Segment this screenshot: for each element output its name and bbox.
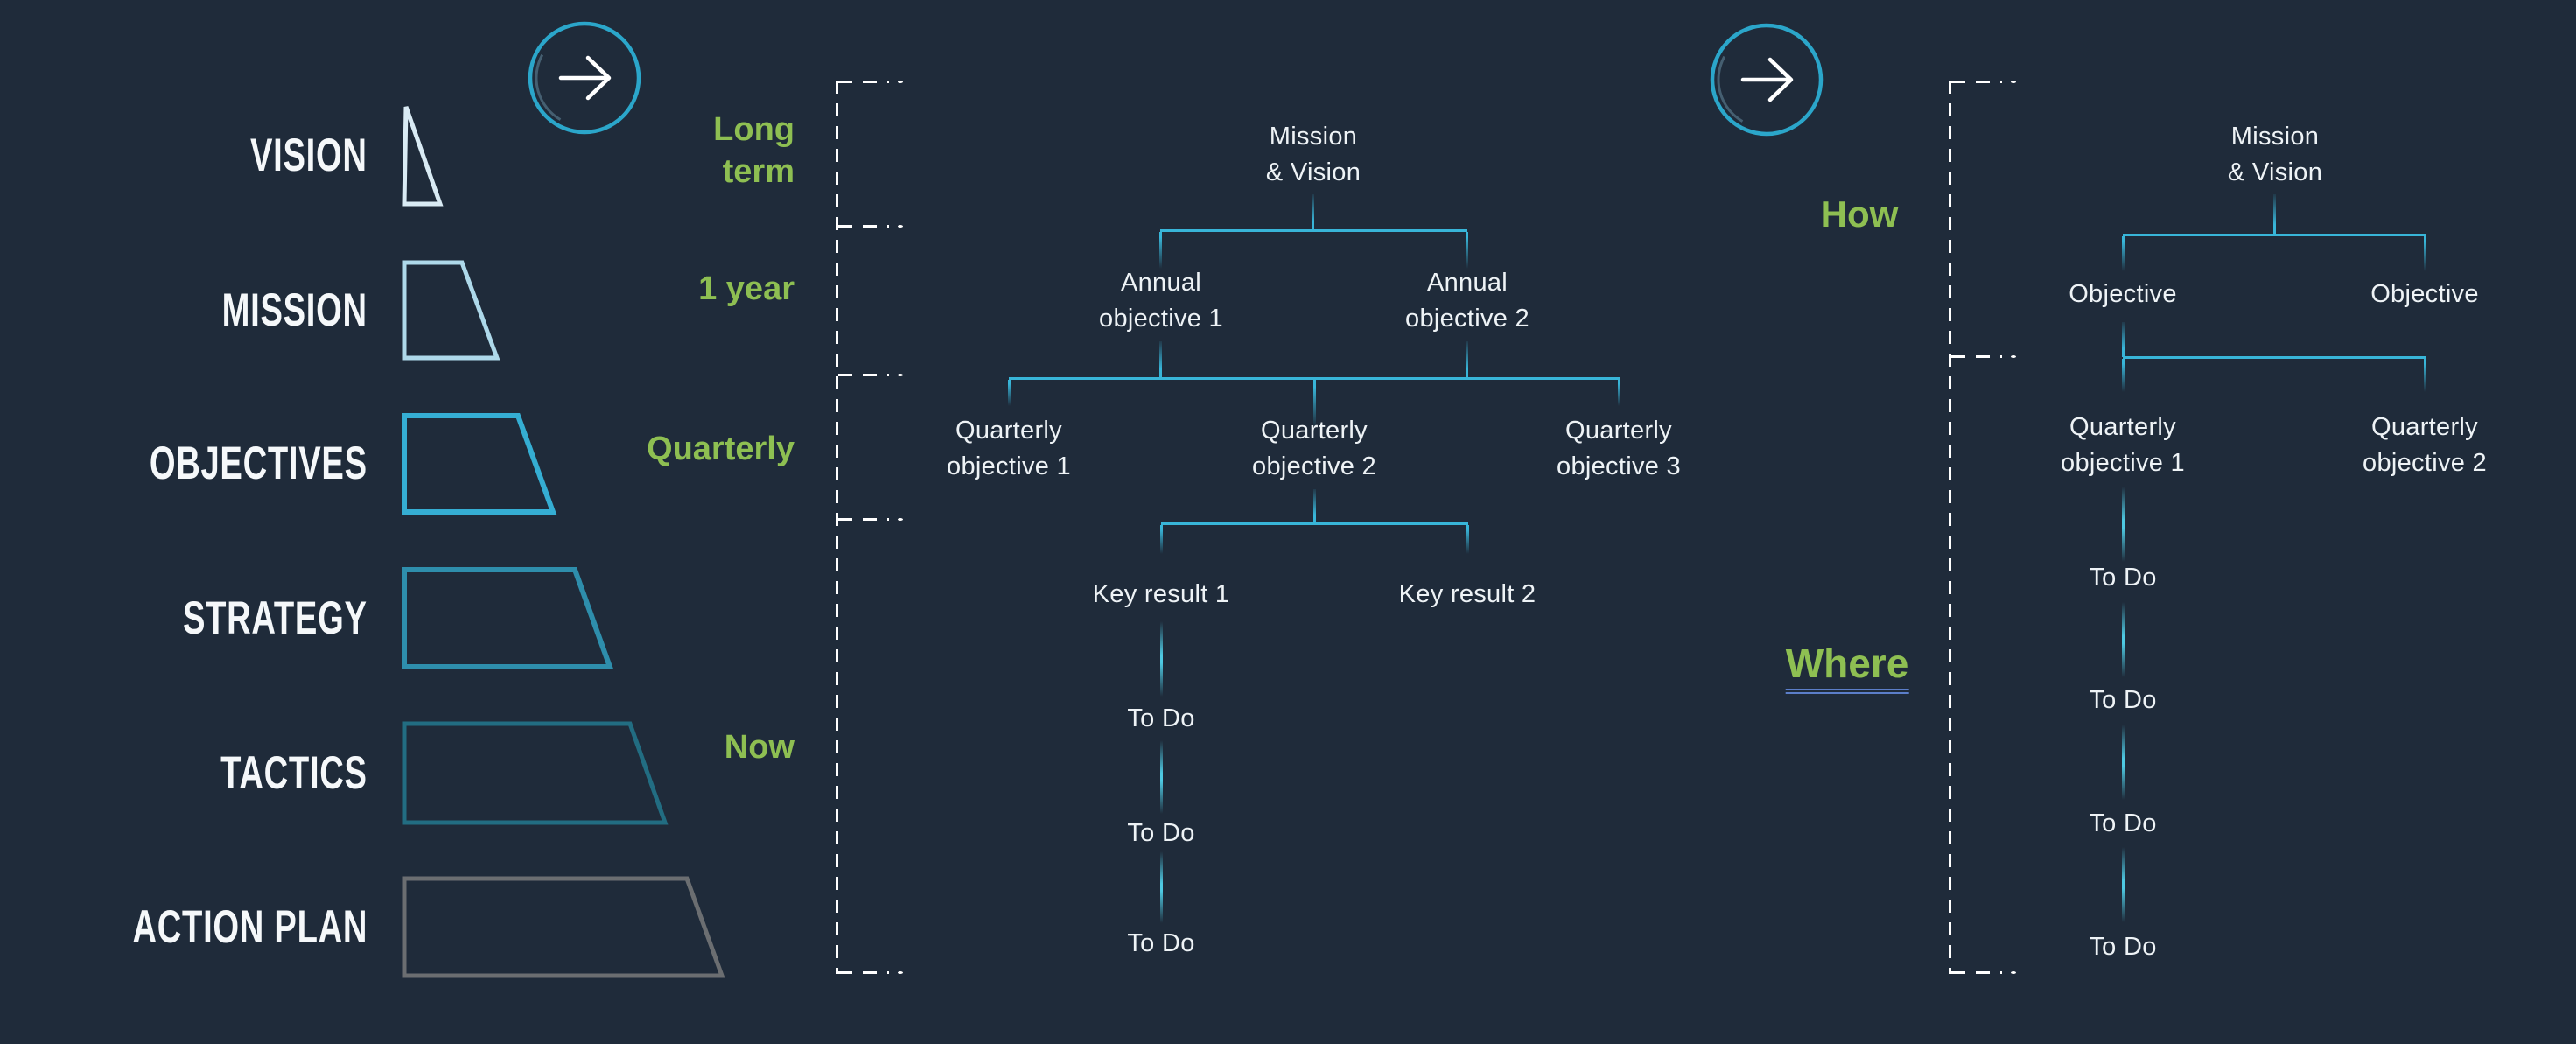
node-to-do: To Do xyxy=(1127,929,1195,957)
bracket-tick xyxy=(838,518,903,521)
timeline-label-quarterly: Quarterly xyxy=(647,431,794,467)
node-objective-2: Objective xyxy=(2370,280,2479,308)
node-to-do: To Do xyxy=(2089,933,2157,961)
connector-dash xyxy=(2122,725,2124,800)
connector-dash xyxy=(2122,847,2124,922)
bracket-tick xyxy=(1951,355,2016,358)
node-quarterly-objective-3: Quarterly objective 3 xyxy=(1557,417,1681,480)
node-key-result-2: Key result 2 xyxy=(1398,580,1536,608)
pyramid-label-tactics: TACTICS xyxy=(220,747,368,799)
pyramid-label-strategy: STRATEGY xyxy=(183,592,368,644)
node-key-result-1: Key result 1 xyxy=(1092,580,1230,608)
where-label: Where xyxy=(1785,640,1909,694)
connector xyxy=(1160,525,1163,554)
timeline-label-long-term: Long term xyxy=(713,111,794,190)
node-to-do: To Do xyxy=(1127,819,1195,847)
connector xyxy=(1159,232,1162,269)
connector-rail xyxy=(1009,377,1620,380)
connector xyxy=(1312,194,1314,230)
pyramid-shape-strategy xyxy=(402,567,614,669)
connector xyxy=(1159,341,1162,378)
pyramid-label-objectives: OBJECTIVES xyxy=(150,438,368,489)
connector xyxy=(1313,380,1316,427)
connector-rail xyxy=(1161,522,1468,525)
bracket-tick xyxy=(1951,81,2016,83)
connector xyxy=(1313,489,1316,523)
bracket-tick xyxy=(1951,971,2016,974)
node-to-do: To Do xyxy=(1127,704,1195,732)
connector xyxy=(2273,194,2276,235)
bracket-tick xyxy=(838,81,903,83)
connector xyxy=(2424,359,2426,392)
timeline-label-now: Now xyxy=(724,729,794,766)
node-quarterly-objective-1: Quarterly objective 1 xyxy=(2061,413,2185,477)
bracket-tick xyxy=(838,374,903,376)
pyramid-shape-tactics xyxy=(402,721,668,825)
node-quarterly-objective-1: Quarterly objective 1 xyxy=(947,417,1071,480)
connector xyxy=(1466,525,1469,554)
connector xyxy=(2122,236,2124,271)
node-quarterly-objective-2: Quarterly objective 2 xyxy=(1252,417,1376,480)
connector-rail xyxy=(2123,234,2426,236)
connector xyxy=(1618,380,1620,406)
pyramid-label-action-plan: ACTION PLAN xyxy=(132,901,368,953)
arrow-right-circle-icon xyxy=(528,21,641,135)
bracket-vertical-line xyxy=(836,81,838,974)
node-mission-vision: Mission & Vision xyxy=(2227,123,2323,186)
connector-rail xyxy=(2123,356,2426,359)
connector xyxy=(1008,380,1011,406)
connector xyxy=(1466,341,1468,378)
arrow-right-circle-icon xyxy=(1710,23,1824,137)
node-quarterly-objective-2: Quarterly objective 2 xyxy=(2362,413,2487,477)
pyramid-label-vision: VISION xyxy=(250,130,368,181)
node-mission-vision: Mission & Vision xyxy=(1265,123,1362,186)
connector-dash xyxy=(2122,602,2124,677)
pyramid-shape-mission xyxy=(402,260,500,361)
bracket-tick xyxy=(838,225,903,228)
node-to-do: To Do xyxy=(2089,564,2157,592)
connector xyxy=(2122,359,2124,392)
connector xyxy=(2122,322,2124,357)
connector-dash xyxy=(1160,621,1163,697)
bracket-tick xyxy=(838,971,903,974)
node-annual-objective-1: Annual objective 1 xyxy=(1099,269,1223,333)
node-annual-objective-2: Annual objective 2 xyxy=(1405,269,1530,333)
node-objective-1: Objective xyxy=(2068,280,2177,308)
connector-dash xyxy=(2122,487,2124,562)
node-to-do: To Do xyxy=(2089,686,2157,714)
how-label: How xyxy=(1820,193,1899,235)
connector xyxy=(2424,236,2426,271)
pyramid-shape-action-plan xyxy=(402,876,725,978)
connector-dash xyxy=(1160,851,1163,923)
connector xyxy=(1466,232,1468,269)
bracket-vertical-line xyxy=(1949,81,1951,974)
timeline-label-1-year: 1 year xyxy=(698,270,794,307)
connector-dash xyxy=(1160,740,1163,814)
pyramid-shape-objectives xyxy=(402,413,557,515)
connector-rail xyxy=(1160,229,1467,232)
node-to-do: To Do xyxy=(2089,809,2157,837)
pyramid-label-mission: MISSION xyxy=(221,284,368,336)
pyramid-shape-vision xyxy=(402,106,444,207)
